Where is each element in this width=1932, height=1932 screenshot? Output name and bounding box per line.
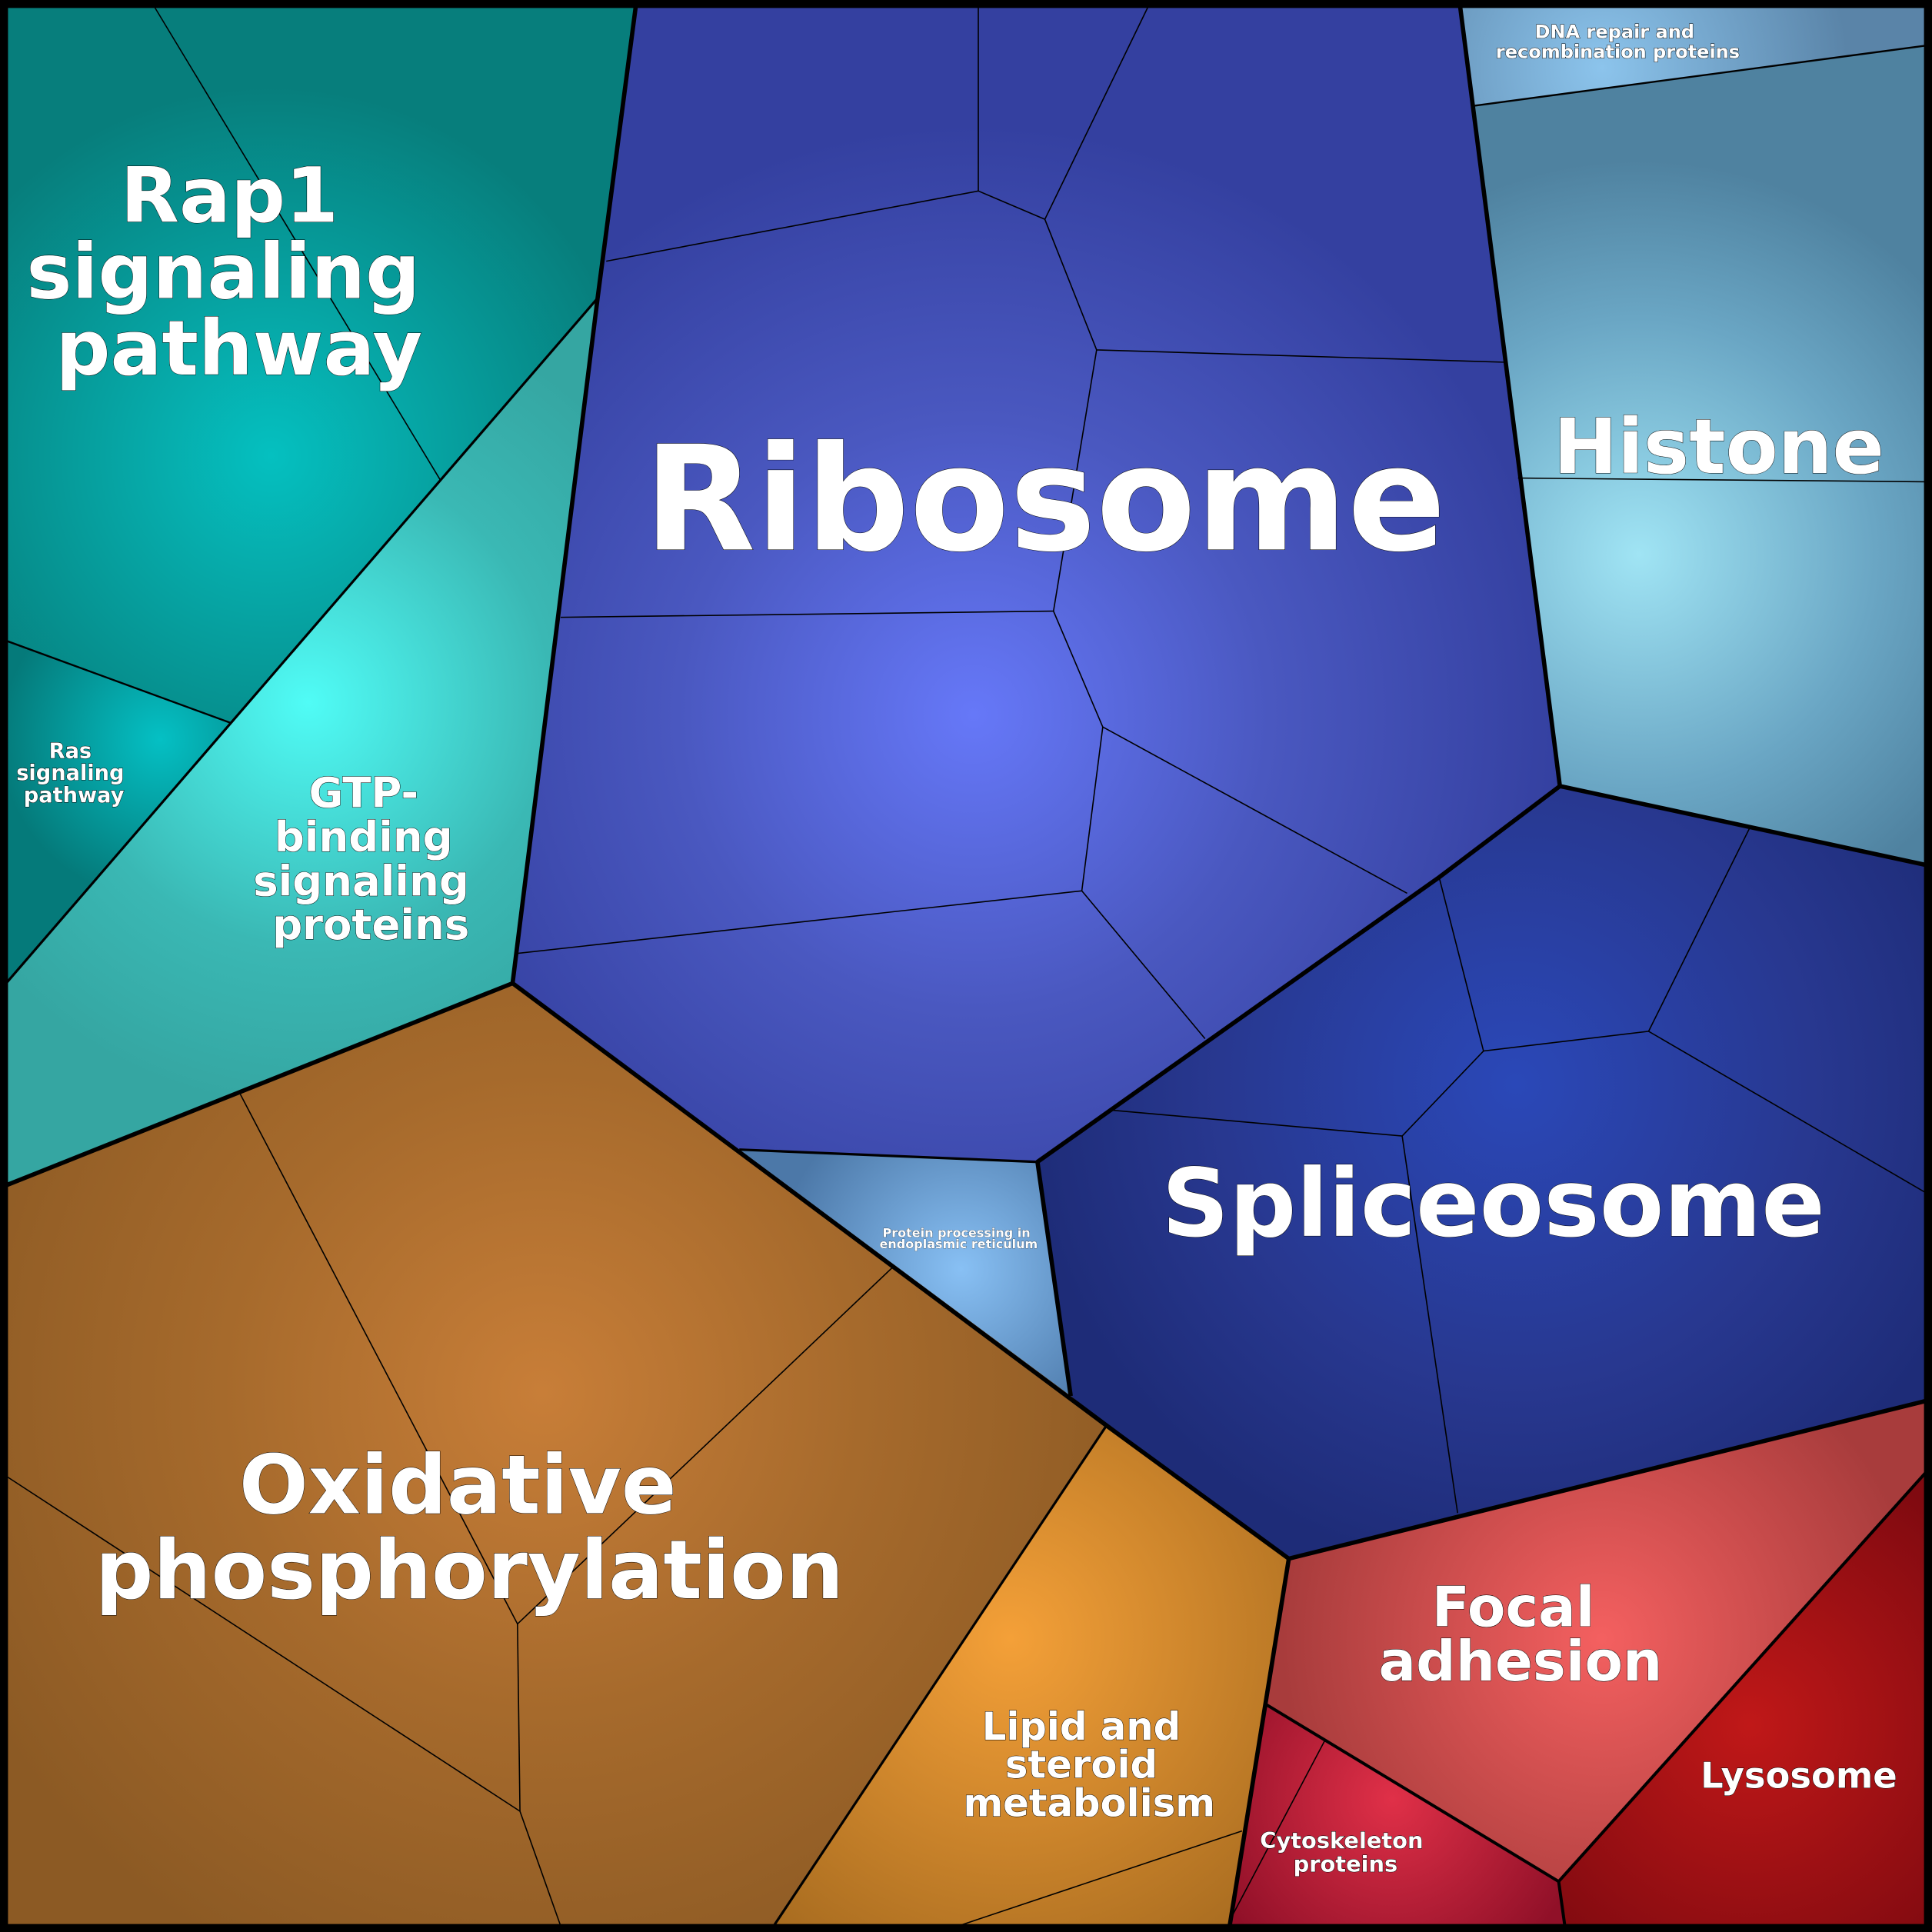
label-dna-repair: DNA repair and recombination proteins [1496, 22, 1740, 63]
label-focal: Focal adhesion [1378, 1576, 1662, 1694]
cell-cytoskeleton[interactable] [1229, 1704, 1565, 1926]
label-cytoskeleton: Cytoskeleton proteins [1260, 1827, 1431, 1877]
cell-focal[interactable] [1265, 1401, 1926, 1882]
label-ras: Ras signaling pathway [16, 739, 132, 808]
cell-lipid[interactable] [774, 1425, 1289, 1926]
cell-rap1[interactable] [6, 6, 636, 724]
cell-spliceosome[interactable] [1037, 786, 1926, 1559]
subcell-borders [5, 5, 1927, 1927]
label-protein-processing: Protein processing in endoplasmic reticu… [880, 1225, 1038, 1251]
label-gtp: GTP- binding signaling proteins [253, 768, 484, 948]
cell-gtp[interactable] [6, 298, 598, 1186]
cell-ribosome[interactable] [512, 6, 1561, 1162]
label-lysosome: Lysosome [1700, 1755, 1897, 1797]
cell-ras[interactable] [6, 641, 232, 984]
label-ribosome: Ribosome [644, 415, 1446, 585]
label-histone: Histone [1554, 403, 1884, 491]
cell-dna-repair[interactable] [1460, 6, 1926, 106]
label-lipid: Lipid and steroid metabolism [963, 1704, 1215, 1825]
label-spliceosome: Spliceosome [1162, 1149, 1825, 1258]
cell-histone[interactable] [1472, 45, 1926, 865]
cell-lysosome[interactable] [1558, 1472, 1926, 1926]
label-rap1: Rap1 signaling pathway [26, 152, 446, 393]
label-oxphos: Oxidative phosphorylation [95, 1437, 844, 1617]
